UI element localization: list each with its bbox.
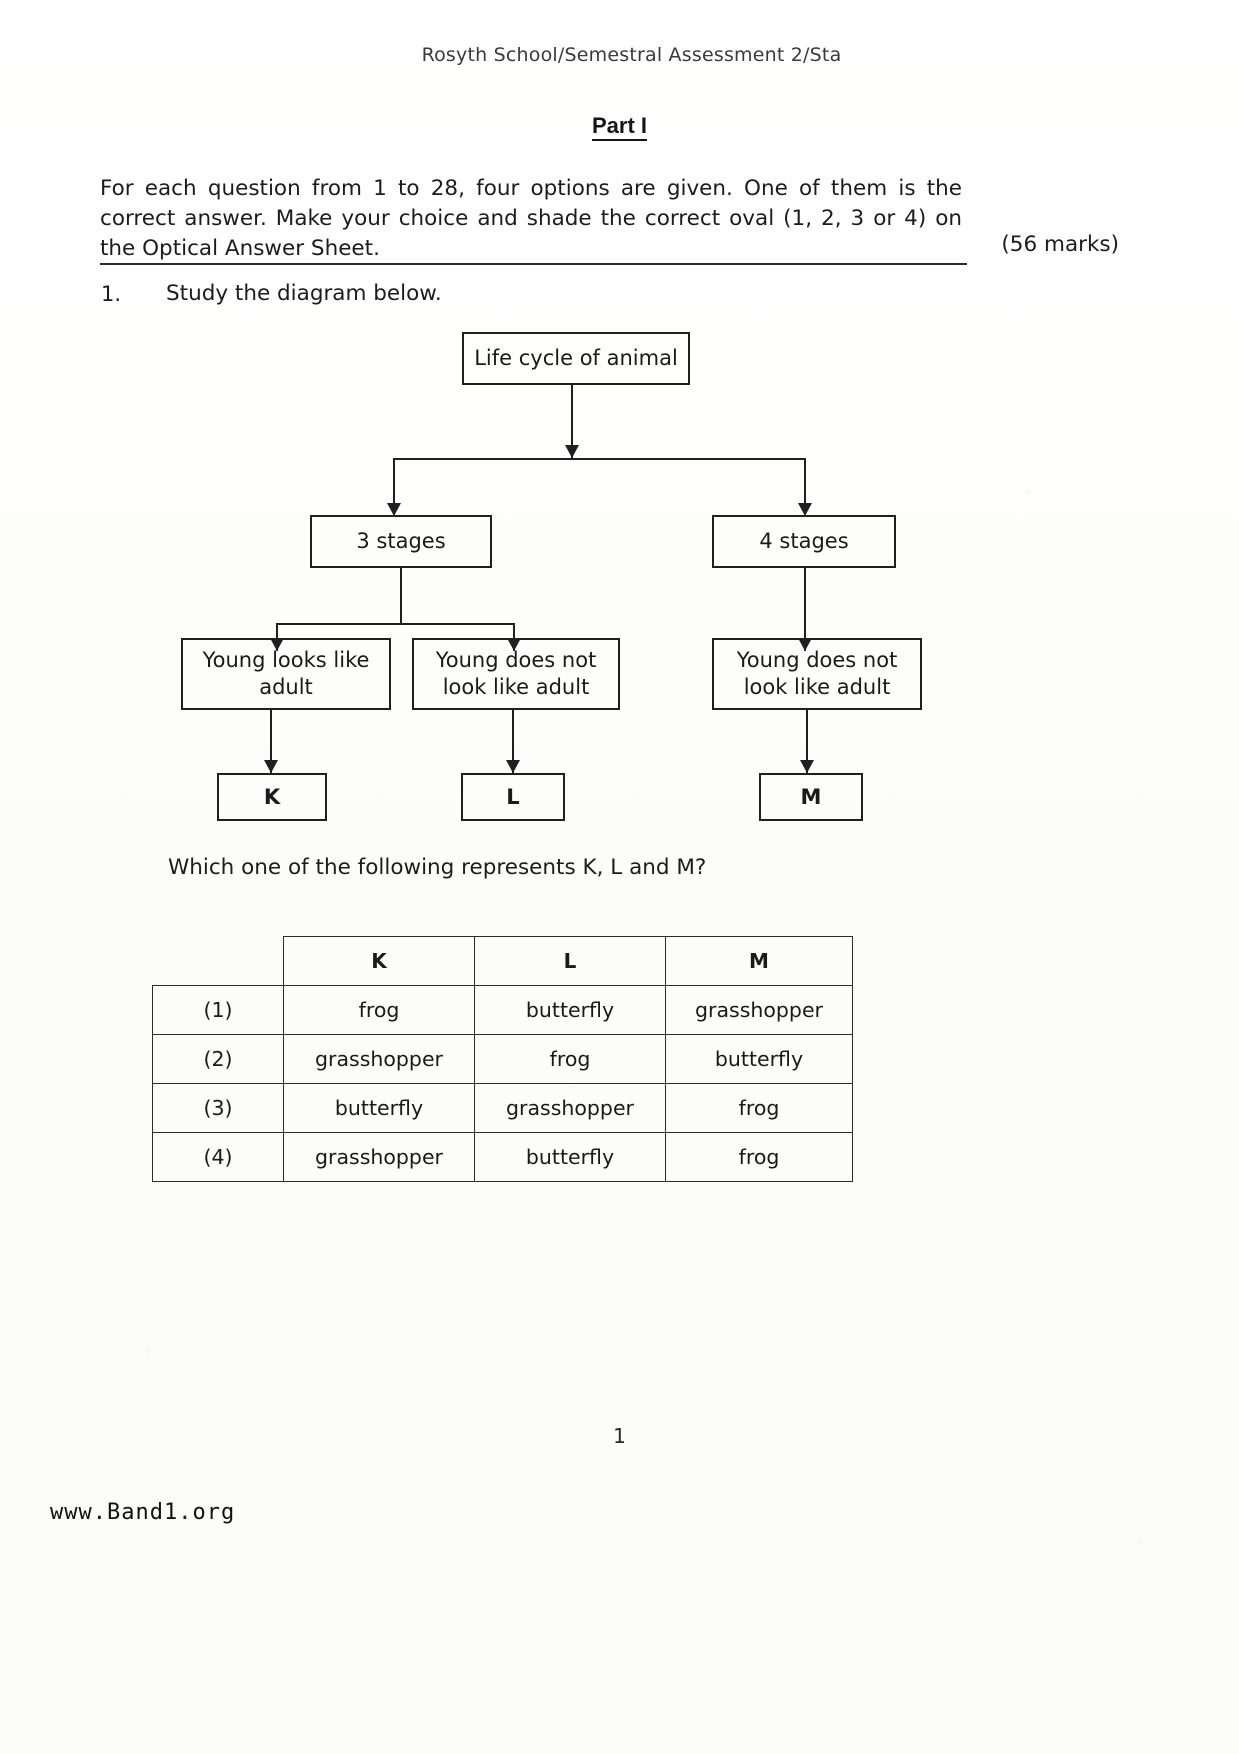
flow-line-root-stem	[571, 385, 573, 458]
answer-cell-k: frog	[283, 985, 475, 1035]
flow-box-l: L	[461, 773, 565, 821]
instructions-paragraph: For each question from 1 to 28, four opt…	[100, 176, 962, 261]
document-header: Rosyth School/Semestral Assessment 2/Sta	[0, 44, 1239, 71]
flow-box-young-looks-like-adult: Young looks like adult	[181, 638, 391, 710]
flow-box-4-stages: 4 stages	[712, 515, 896, 568]
flow-box-leaf2-label: Young does not look like adult	[435, 648, 597, 699]
flow-box-m-label: M	[800, 784, 822, 809]
flow-box-leaf1-label: Young looks like adult	[202, 648, 370, 699]
answer-cell-k: butterfly	[283, 1083, 475, 1133]
page-number: 1	[613, 1424, 626, 1448]
flow-line-leaf2-to-l	[512, 710, 514, 773]
answer-option-number[interactable]: (3)	[152, 1083, 284, 1133]
answer-option-number[interactable]: (1)	[152, 985, 284, 1035]
part-title-text: Part I	[591, 113, 648, 141]
flow-arrow-l	[506, 760, 520, 773]
question-stem: Study the diagram below.	[166, 281, 442, 306]
flow-box-leaf3-label: Young does not look like adult	[736, 648, 898, 699]
section-divider	[100, 263, 967, 265]
flow-line-to-leaf1	[276, 623, 278, 651]
flow-box-k: K	[217, 773, 327, 821]
flow-arrow-leaf3	[798, 638, 812, 651]
flow-line-leaf1-to-k	[270, 710, 272, 773]
flow-line-3stages-stem	[400, 568, 402, 623]
flow-box-root-label: Life cycle of animal	[474, 346, 678, 370]
document-header-text: Rosyth School/Semestral Assessment 2/Sta	[421, 44, 842, 66]
flow-line-4stages-stem	[804, 568, 806, 651]
flow-arrow-leaf2	[507, 638, 521, 651]
footer-url: www.Band1.org	[50, 1500, 236, 1525]
question-number: 1.	[101, 282, 122, 306]
answer-cell-k: grasshopper	[283, 1034, 475, 1084]
flow-box-l-label: L	[506, 784, 520, 809]
flow-arrow-3stages	[387, 503, 401, 516]
part-title: Part I	[0, 113, 1239, 141]
answer-table-header-l: L	[474, 936, 666, 986]
answer-cell-k: grasshopper	[283, 1132, 475, 1182]
answer-cell-m: grasshopper	[665, 985, 853, 1035]
flow-line-split-horizontal	[393, 458, 806, 460]
flow-arrow-m	[800, 760, 814, 773]
flow-line-leaf3-to-m	[806, 710, 808, 773]
answer-cell-l: frog	[474, 1034, 666, 1084]
flow-line-to-leaf2	[513, 623, 515, 651]
flow-line-3stages-split	[276, 623, 514, 625]
answer-cell-m: frog	[665, 1132, 853, 1182]
answer-table-header-k: K	[283, 936, 475, 986]
flow-arrow-4stages	[798, 503, 812, 516]
answer-table-header-m: M	[665, 936, 853, 986]
flow-box-4-stages-label: 4 stages	[759, 529, 849, 553]
answer-cell-m: butterfly	[665, 1034, 853, 1084]
flow-box-3-stages-label: 3 stages	[356, 529, 446, 553]
life-cycle-flowchart: Life cycle of animal 3 stages 4 stages	[0, 320, 1239, 840]
answer-option-number[interactable]: (4)	[152, 1132, 284, 1182]
flow-arrow-root-down	[565, 445, 579, 458]
flow-box-3-stages: 3 stages	[310, 515, 492, 568]
sub-question-text: Which one of the following represents K,…	[168, 855, 707, 880]
flow-box-young-not-like-adult-4: Young does not look like adult	[712, 638, 922, 710]
flow-arrow-k	[264, 760, 278, 773]
answer-cell-l: butterfly	[474, 1132, 666, 1182]
answer-option-number[interactable]: (2)	[152, 1034, 284, 1084]
answer-cell-l: butterfly	[474, 985, 666, 1035]
flow-arrow-leaf1	[270, 638, 284, 651]
flow-box-k-label: K	[263, 784, 281, 809]
flow-line-to-4stages	[804, 458, 806, 516]
flow-box-root: Life cycle of animal	[462, 332, 690, 385]
answer-cell-l: grasshopper	[474, 1083, 666, 1133]
flow-line-to-3stages	[393, 458, 395, 516]
answer-table-header-blank	[152, 936, 284, 986]
flow-box-young-not-like-adult-3: Young does not look like adult	[412, 638, 620, 710]
flow-box-m: M	[759, 773, 863, 821]
marks-label: (56 marks)	[1001, 232, 1119, 257]
answer-cell-m: frog	[665, 1083, 853, 1133]
